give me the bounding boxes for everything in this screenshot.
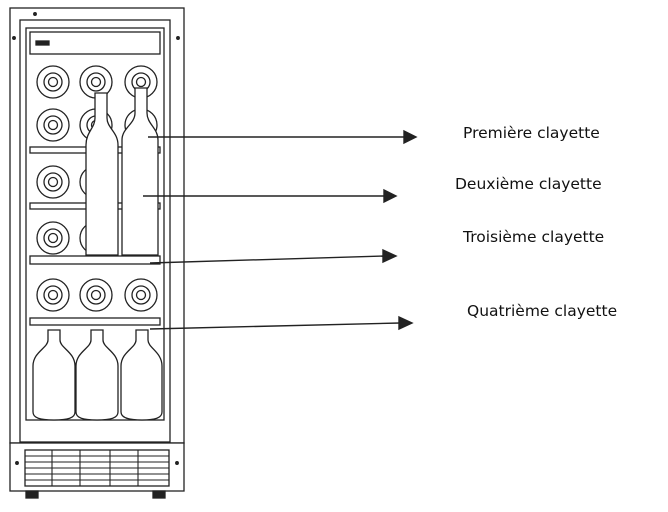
foot-left (25, 490, 39, 499)
wine-cooler (9, 7, 185, 499)
screw-dot (175, 461, 179, 465)
label-first-shelf: Première clayette (463, 124, 600, 142)
pointer-arrows (143, 129, 418, 331)
screw-dot (15, 461, 19, 465)
screw-dot (12, 36, 16, 40)
screw-dot (33, 12, 37, 16)
label-second-shelf: Deuxième clayette (455, 175, 602, 193)
shelf-3 (29, 255, 161, 265)
control-panel (29, 31, 161, 55)
arrowhead-1 (403, 129, 418, 145)
bottom-bottles (32, 329, 163, 421)
cabinet-inner-frame (19, 19, 171, 443)
pointer-line-3 (149, 255, 385, 264)
label-third-shelf: Troisième clayette (463, 228, 605, 246)
arrowhead-3 (382, 248, 398, 264)
label-fourth-shelf: Quatrième clayette (467, 302, 618, 320)
arrowhead-2 (383, 188, 398, 204)
arrowhead-4 (398, 315, 414, 331)
screw-dot (176, 36, 180, 40)
standing-bottle (121, 87, 159, 256)
foot-right (152, 490, 166, 499)
cabinet-base (9, 442, 185, 492)
shelf-4 (29, 317, 161, 326)
standing-bottle (85, 92, 119, 256)
control-display (35, 40, 50, 46)
bottle-row-5 (36, 278, 158, 312)
vent-slats (25, 450, 169, 486)
pointer-line-4 (149, 322, 401, 330)
